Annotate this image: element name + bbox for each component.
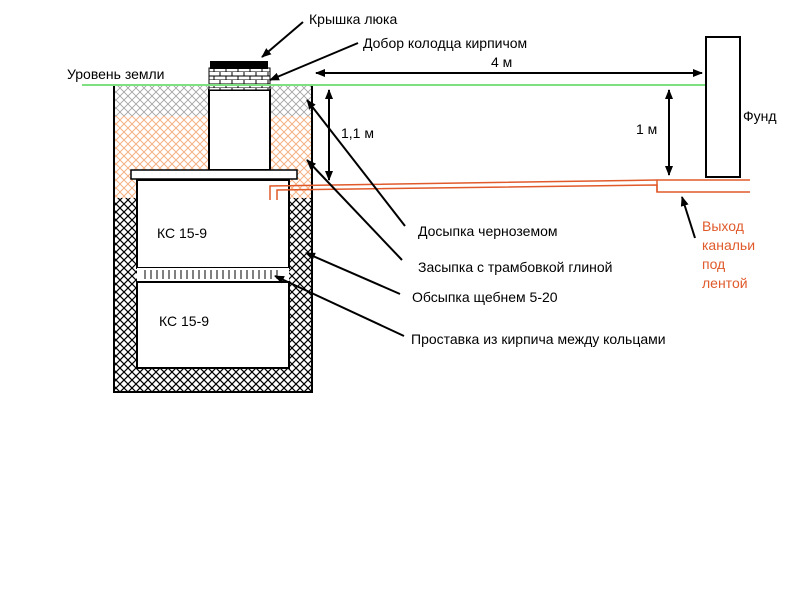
sewer-outlet-label: Выход канальи под лентой <box>702 218 755 291</box>
brick-extension <box>208 67 271 91</box>
distance-4m-label: 4 м <box>491 54 512 70</box>
manhole-cover-label: Крышка люка <box>309 11 397 27</box>
brick-spacer-label: Проставка из кирпича между кольцами <box>411 331 666 347</box>
clay-backfill-leader <box>306 159 403 261</box>
brick-spacer <box>137 268 289 282</box>
foundation-label: Фунд <box>743 108 777 124</box>
ring-bottom <box>136 281 290 369</box>
ring-top <box>136 179 290 269</box>
sewer-outlet-label-line3: под <box>702 256 725 272</box>
sewer-pipe <box>269 179 750 200</box>
foundation <box>705 36 741 178</box>
soil-topup-leader <box>306 99 406 227</box>
brick-extension-leader <box>269 42 359 81</box>
ground-level-label: Уровень земли <box>67 66 164 82</box>
soil-topup-label: Досыпка черноземом <box>418 223 558 239</box>
gravel-fill-label: Обсыпка щебнем 5-20 <box>412 289 558 305</box>
gravel-fill-leader <box>305 252 401 295</box>
pit-outline <box>113 86 313 393</box>
sewer-outlet-leader <box>680 196 696 239</box>
ring-top-label: КС 15-9 <box>157 225 207 241</box>
brick-extension-label: Добор колодца кирпичом <box>363 35 527 51</box>
sewer-outlet-label-line4: лентой <box>702 275 748 291</box>
ring-bottom-label: КС 15-9 <box>159 313 209 329</box>
brick-spacer-leader <box>274 275 405 337</box>
leaders <box>261 21 696 337</box>
manhole-cover <box>210 61 268 69</box>
clay-backfill-label: Засыпка с трамбовкой глиной <box>418 259 612 275</box>
cover-slab <box>130 169 298 180</box>
manhole-cover-leader <box>261 21 304 58</box>
well-shaft <box>208 89 271 171</box>
sewer-outlet-label-line1: Выход <box>702 218 744 234</box>
depth-1m-label: 1 м <box>636 121 657 137</box>
depth-1-1m-label: 1,1 м <box>341 125 374 141</box>
sewer-outlet-label-line2: канальи <box>702 237 755 253</box>
